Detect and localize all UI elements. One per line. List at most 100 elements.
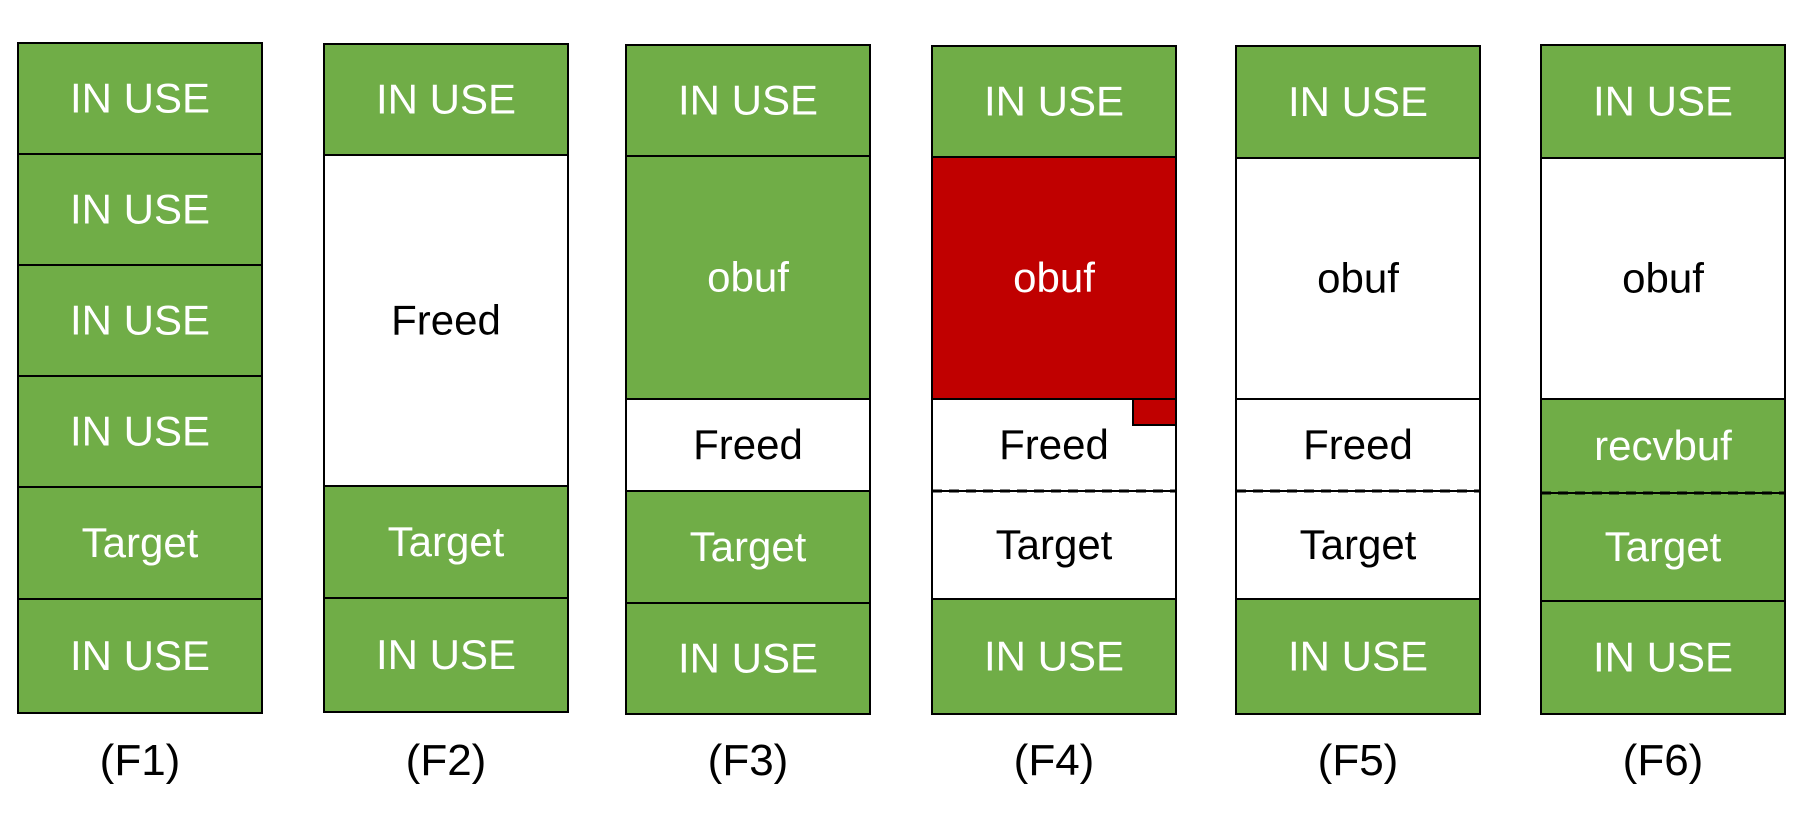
block-in-use: IN USE [323,43,569,156]
block-in-use-label: IN USE [70,632,210,679]
block-obuf-label: obuf [1013,254,1095,301]
block-in-use-label: IN USE [70,186,210,233]
block-in-use-label: IN USE [984,78,1124,125]
block-in-use-box [625,602,871,715]
block-in-use-box [17,598,263,714]
block-target: Target [625,490,871,604]
block-target-label: Target [996,521,1113,568]
block-freed-box [931,398,1177,492]
block-obuf: obuf [625,155,871,400]
overflow-spill-marker [1132,398,1177,426]
block-recvbuf: recvbuf [1540,398,1786,494]
block-in-use-box [17,375,263,488]
block-freed-label: Freed [999,421,1109,468]
block-target-box [17,486,263,600]
block-freed: Freed [323,154,569,487]
block-in-use-label: IN USE [1593,78,1733,125]
block-obuf: obuf [1540,157,1786,400]
block-in-use: IN USE [1540,44,1786,159]
block-freed: Freed [625,398,871,492]
block-in-use-label: IN USE [70,297,210,344]
block-in-use-label: IN USE [376,76,516,123]
block-in-use-label: IN USE [678,77,818,124]
block-in-use: IN USE [17,264,263,377]
block-freed-label: Freed [693,421,803,468]
block-target: Target [17,486,263,600]
block-obuf-label: obuf [1622,255,1704,302]
block-target-box [625,490,871,604]
block-target: Target [323,485,569,599]
block-target-box [931,490,1177,600]
block-obuf-label: obuf [707,254,789,301]
block-target-label: Target [82,519,199,566]
block-in-use: IN USE [17,375,263,488]
block-in-use-label: IN USE [1288,78,1428,125]
block-in-use: IN USE [625,602,871,715]
block-in-use-box [1235,45,1481,159]
block-in-use: IN USE [17,42,263,155]
block-in-use-box [17,153,263,266]
block-in-use-label: IN USE [1593,634,1733,681]
column-caption: (F5) [1318,736,1399,785]
block-in-use: IN USE [931,598,1177,715]
block-target-label: Target [690,523,807,570]
block-in-use-box [17,264,263,377]
block-freed-box [323,154,569,487]
column-caption: (F2) [406,736,487,785]
block-in-use: IN USE [1540,600,1786,715]
block-freed-label: Freed [1303,421,1413,468]
block-in-use-box [1540,44,1786,159]
block-target-box [1540,492,1786,602]
block-in-use-box [1235,598,1481,715]
block-in-use-box [625,44,871,157]
block-target-label: Target [1605,523,1722,570]
block-in-use: IN USE [931,45,1177,158]
block-target: Target [1540,491,1786,602]
block-in-use-box [323,597,569,713]
block-obuf-box [625,155,871,400]
block-in-use-box [931,598,1177,715]
block-obuf-label: obuf [1317,255,1399,302]
column-caption: (F1) [100,736,181,785]
block-target: Target [931,489,1177,600]
block-obuf: obuf [931,156,1177,400]
block-in-use: IN USE [1235,45,1481,159]
block-in-use: IN USE [1235,598,1481,715]
column-caption: (F4) [1014,736,1095,785]
block-in-use-label: IN USE [70,408,210,455]
block-freed: Freed [1235,398,1481,492]
block-obuf-box [1235,157,1481,400]
block-in-use-box [1540,600,1786,715]
block-freed-label: Freed [391,297,501,344]
block-in-use-label: IN USE [376,631,516,678]
block-target-box [1235,490,1481,600]
block-in-use: IN USE [625,44,871,157]
block-recvbuf-box [1540,398,1786,494]
block-obuf-box [931,156,1177,400]
block-obuf-box [1540,157,1786,400]
block-in-use: IN USE [17,598,263,714]
block-in-use: IN USE [17,153,263,266]
block-in-use-box [931,45,1177,158]
block-in-use-label: IN USE [1288,633,1428,680]
block-target: Target [1235,489,1481,600]
column-caption: (F6) [1623,736,1704,785]
block-in-use-box [17,42,263,155]
block-recvbuf-label: recvbuf [1594,422,1732,469]
block-target-label: Target [1300,521,1417,568]
block-freed: Freed [931,398,1177,492]
heap-column-1: IN USE IN USE IN USE IN USE Target IN USE (F1) [17,42,263,785]
heap-columns: IN USE IN USE IN USE IN USE Target IN USE (F1)… [17,42,1786,785]
column-caption: (F3) [708,736,789,785]
block-target-label: Target [388,518,505,565]
block-in-use-label: IN USE [984,633,1124,680]
block-in-use-label: IN USE [70,75,210,122]
block-obuf: obuf [1235,157,1481,400]
block-in-use: IN USE [323,597,569,713]
